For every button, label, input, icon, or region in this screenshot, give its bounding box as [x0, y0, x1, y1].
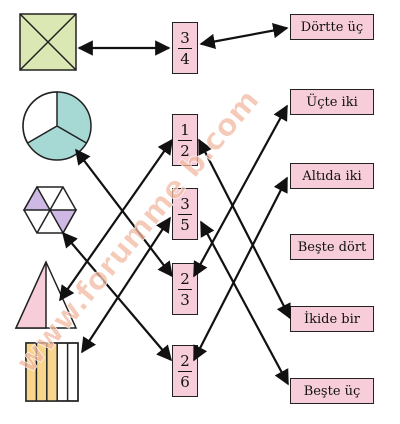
fraction-bar — [178, 370, 192, 372]
fraction-denominator: 4 — [180, 49, 190, 68]
fraction-numerator: 1 — [180, 120, 190, 139]
label-box-ikide-bir: İkide bir — [290, 306, 374, 332]
arrow-2-6-to-altida-iki — [193, 176, 288, 362]
label-box-beste-uc: Beşte üç — [290, 378, 374, 404]
arrow-3-4-to-dortte-uc — [199, 22, 289, 50]
rectangle-shape — [25, 342, 79, 402]
label-box-altida-iki: Altıda iki — [290, 163, 374, 189]
arrow-3-5-to-beste-uc — [200, 220, 289, 386]
arrow-rectangle-to-3-5 — [81, 216, 171, 354]
arrow-2-3-to-ucte-iki — [193, 104, 288, 278]
fraction-numerator: 3 — [180, 28, 190, 47]
fraction-numerator: 2 — [180, 351, 190, 370]
fraction-bar — [178, 213, 192, 215]
fraction-numerator: 3 — [180, 194, 190, 213]
arrow-triangle-to-1-2 — [59, 138, 173, 302]
triangle-shape — [14, 260, 78, 329]
fraction-box-2-6: 2 6 — [172, 345, 198, 397]
fraction-denominator: 2 — [180, 141, 190, 160]
fraction-bar — [178, 139, 192, 141]
fraction-box-3-4: 3 4 — [172, 22, 198, 74]
fraction-bar — [178, 47, 192, 49]
fraction-bar — [178, 288, 192, 290]
arrow-1-2-to-ikide-bir — [198, 138, 291, 320]
label-box-dortte-uc: Dörtte üç — [290, 14, 374, 40]
fraction-numerator: 2 — [180, 269, 190, 288]
fraction-denominator: 3 — [180, 290, 190, 309]
fraction-denominator: 5 — [180, 215, 190, 234]
square-shape — [19, 13, 77, 71]
fraction-denominator: 6 — [180, 372, 190, 391]
label-box-ucte-iki: Üçte iki — [290, 89, 374, 115]
